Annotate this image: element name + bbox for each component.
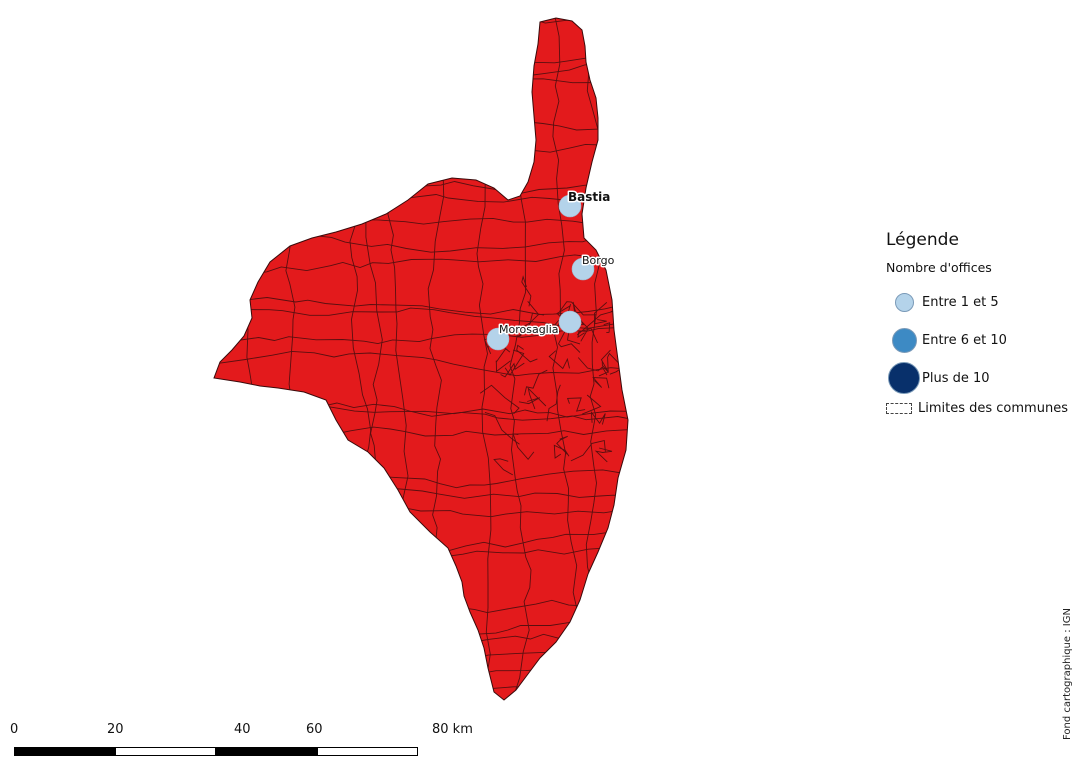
commune-boundary-line [577, 327, 599, 344]
commune-boundary-line [582, 394, 602, 415]
place-label-morosaglia: Morosaglia [499, 323, 559, 336]
commune-boundary-line [600, 349, 611, 373]
commune-boundary-line [598, 352, 621, 377]
commune-boundary-line [512, 433, 535, 461]
haute-corse-region [214, 18, 628, 700]
commune-boundary-line [553, 444, 570, 459]
commune-boundary-line [622, 18, 628, 700]
office-marker-morosaglia[interactable] [486, 327, 510, 351]
commune-boundary-line [557, 331, 581, 353]
legend: Légende Nombre d'offices Entre 1 et 5 En… [886, 230, 1068, 419]
commune-boundary-line [527, 386, 547, 410]
scale-tick-60: 60 [306, 722, 323, 737]
commune-boundary-line [566, 397, 586, 412]
office-marker-bastia[interactable] [558, 194, 582, 218]
commune-boundary-line [590, 410, 606, 425]
commune-boundary-line [518, 397, 541, 405]
commune-boundary-line [214, 656, 628, 678]
office-marker-unlabeled[interactable] [558, 310, 582, 334]
commune-boundary-line [516, 344, 538, 363]
legend-title: Légende [886, 230, 959, 250]
scale-segment [317, 747, 418, 756]
scale-tick-20: 20 [107, 722, 124, 737]
commune-boundary-line [214, 49, 628, 64]
commune-boundary-line [593, 302, 608, 325]
commune-boundary-line [521, 275, 532, 307]
commune-boundary-line [504, 349, 525, 376]
commune-boundary-line [524, 369, 548, 396]
place-label-borgo: Borgo [582, 254, 615, 267]
office-marker-borgo[interactable] [571, 257, 595, 281]
scale-segment [115, 747, 216, 756]
dashed-box-icon [886, 402, 912, 414]
commune-boundary-line [515, 322, 532, 338]
legend-label: Plus de 10 [922, 370, 990, 386]
commune-boundary-line [214, 254, 628, 278]
commune-boundary-line [214, 643, 628, 662]
legend-item-boundaries: Limites des communes [886, 397, 1068, 419]
commune-boundary-line [500, 362, 525, 378]
legend-circle-large-icon [888, 362, 920, 394]
commune-boundary-line [214, 616, 628, 635]
commune-boundary-line [559, 301, 597, 316]
place-label-bastia: Bastia [568, 190, 610, 204]
legend-item-over-10: Plus de 10 [886, 359, 1068, 397]
commune-boundary-line [548, 350, 570, 370]
commune-boundary-line [493, 458, 514, 476]
legend-subtitle: Nombre d'offices [886, 260, 992, 275]
commune-boundary-line [527, 301, 545, 324]
legend-circle-small-icon [894, 292, 914, 312]
legend-label: Entre 1 et 5 [922, 294, 999, 310]
commune-boundary-line [570, 440, 606, 462]
legend-circle-medium-icon [891, 327, 917, 353]
commune-boundary-line [214, 630, 628, 645]
commune-boundary-line [495, 348, 511, 373]
scale-segment [14, 747, 115, 756]
legend-item-6-10: Entre 6 et 10 [886, 321, 1068, 359]
commune-boundary-line [556, 435, 568, 455]
commune-boundary-line [546, 384, 561, 422]
commune-boundary-line [594, 447, 613, 463]
commune-boundary-line [592, 376, 610, 389]
commune-boundary-line [214, 679, 628, 700]
commune-boundary-line [577, 357, 608, 376]
scale-tick-0: 0 [10, 722, 19, 737]
map-credit: Fond cartographique : IGN [1062, 608, 1073, 740]
commune-boundary-line [484, 411, 520, 445]
commune-boundary-line [479, 384, 520, 415]
legend-label: Limites des communes [918, 400, 1068, 416]
commune-boundary-line [214, 295, 628, 315]
commune-boundary-line [214, 350, 628, 377]
legend-item-1-5: Entre 1 et 5 [886, 283, 1068, 321]
region-outline [213, 17, 629, 701]
legend-label: Entre 6 et 10 [922, 332, 1007, 348]
commune-boundary-line [603, 322, 611, 333]
scale-segment [216, 747, 317, 756]
scale-tick-80: 80 km [432, 722, 473, 737]
scale-tick-40: 40 [234, 722, 251, 737]
